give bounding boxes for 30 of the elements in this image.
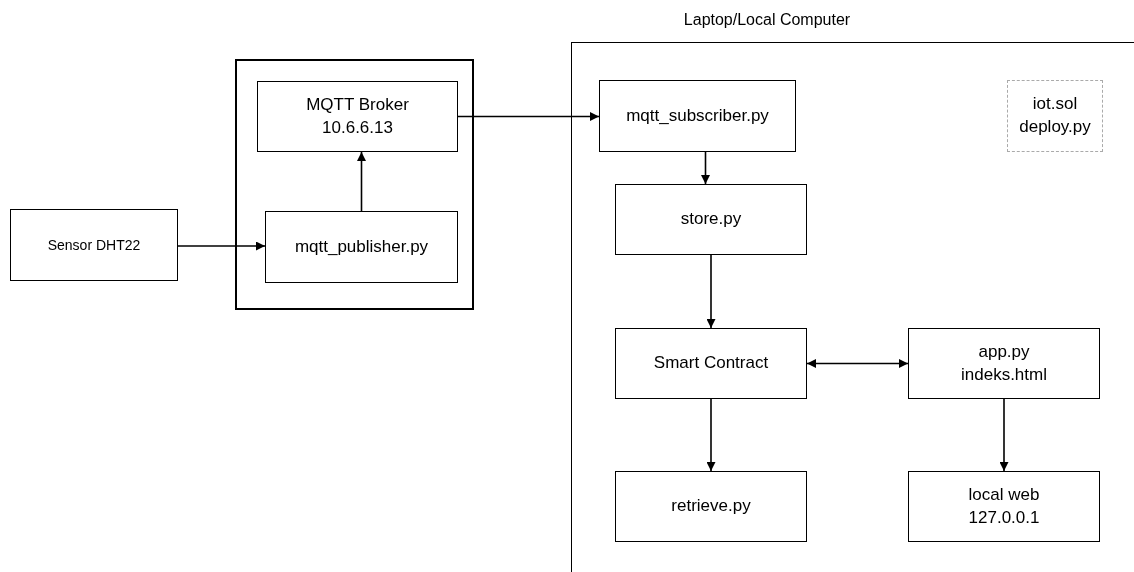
process-box bbox=[615, 328, 807, 399]
node-label: mqtt_publisher.py bbox=[293, 235, 430, 258]
process-box bbox=[599, 80, 796, 152]
node-label: Sensor DHT22 bbox=[46, 235, 142, 255]
arrow bbox=[457, 112, 600, 121]
arrow bbox=[357, 151, 366, 212]
node-label: store.py bbox=[679, 208, 743, 231]
group-heading: Laptop/Local Computer bbox=[682, 11, 852, 29]
process-box bbox=[615, 184, 807, 255]
node-label: app.py indeks.html bbox=[960, 340, 1048, 386]
process-box bbox=[908, 471, 1100, 542]
arrow bbox=[706, 398, 716, 472]
node-label: MQTT Broker 10.6.6.13 bbox=[305, 93, 410, 139]
arrow bbox=[806, 359, 909, 368]
process-box bbox=[615, 471, 807, 542]
process-box bbox=[265, 211, 458, 283]
process-box bbox=[908, 328, 1100, 399]
process-box bbox=[257, 81, 458, 152]
node-label: Smart Contract bbox=[652, 352, 770, 375]
node-label: local web 127.0.0.1 bbox=[967, 483, 1041, 529]
arrow bbox=[999, 398, 1009, 472]
arrow bbox=[701, 151, 710, 185]
node-label: retrieve.py bbox=[670, 495, 752, 518]
sensor-box bbox=[10, 209, 178, 281]
arrow bbox=[706, 254, 716, 329]
node-label: mqtt_subscriber.py bbox=[625, 104, 770, 127]
device-box bbox=[235, 59, 474, 310]
file-group-box bbox=[1007, 80, 1103, 152]
node-label: iot.sol deploy.py bbox=[1018, 93, 1092, 138]
arrow bbox=[177, 241, 266, 251]
